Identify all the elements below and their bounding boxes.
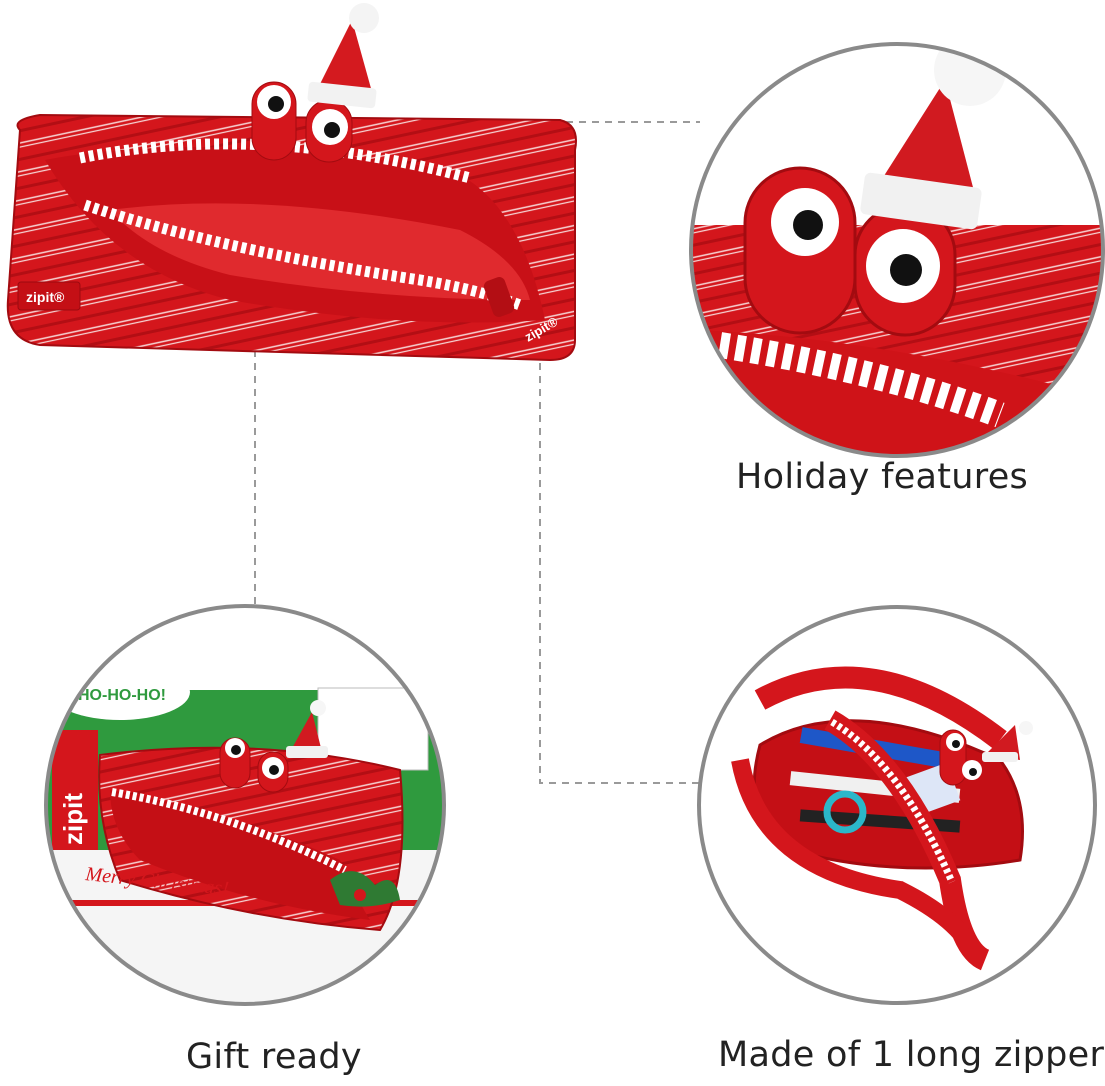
brand-tag-left-text: zipit® (26, 289, 65, 305)
package-greeting: HO-HO-HO! (78, 687, 166, 704)
brand-tag-left (17, 281, 81, 311)
main-pouch-image: zipit® zipit® (6, 3, 577, 362)
connector-zipper (539, 350, 700, 784)
long-zipper-circle (697, 605, 1097, 1005)
gift-circle-border (44, 604, 446, 1006)
package-brand: zipit (58, 793, 88, 845)
zipper-circle-border (697, 605, 1097, 1005)
holiday-circle-border (689, 42, 1105, 458)
caption-gift-ready: Gift ready (186, 1037, 362, 1077)
gift-ready-circle: HO-HO-HO! zipit Merry Christmas! (44, 604, 446, 1006)
holiday-features-circle (689, 42, 1105, 458)
caption-holiday-features: Holiday features (736, 457, 1029, 497)
caption-long-zipper: Made of 1 long zipper (718, 1035, 1105, 1075)
